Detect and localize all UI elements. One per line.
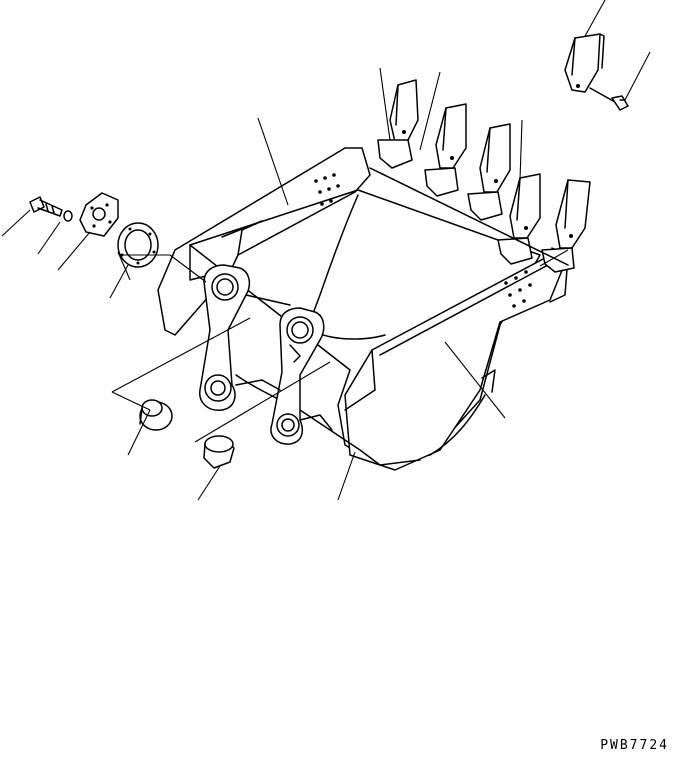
spare-tooth bbox=[564, 33, 605, 93]
shim-plate bbox=[79, 192, 119, 237]
tooth-5 bbox=[555, 179, 591, 249]
bushing-plain bbox=[203, 435, 235, 469]
bucket-teeth bbox=[369, 79, 591, 273]
leader-lines bbox=[1, 0, 651, 501]
bucket-left-side-plate bbox=[157, 147, 371, 336]
bucket-right-side-plate bbox=[344, 249, 568, 471]
side-plate-bolt-holes bbox=[314, 173, 532, 308]
spacer-ring bbox=[117, 222, 159, 268]
washer bbox=[63, 210, 73, 222]
bolt bbox=[29, 196, 63, 217]
tooth-pin bbox=[589, 87, 629, 111]
link-bracket-right bbox=[270, 307, 325, 445]
link-bracket-left bbox=[199, 264, 251, 411]
figure-code: PWB7724 bbox=[600, 738, 669, 753]
bushing-flanged bbox=[139, 399, 173, 431]
bucket-right-side-edge bbox=[344, 349, 376, 411]
